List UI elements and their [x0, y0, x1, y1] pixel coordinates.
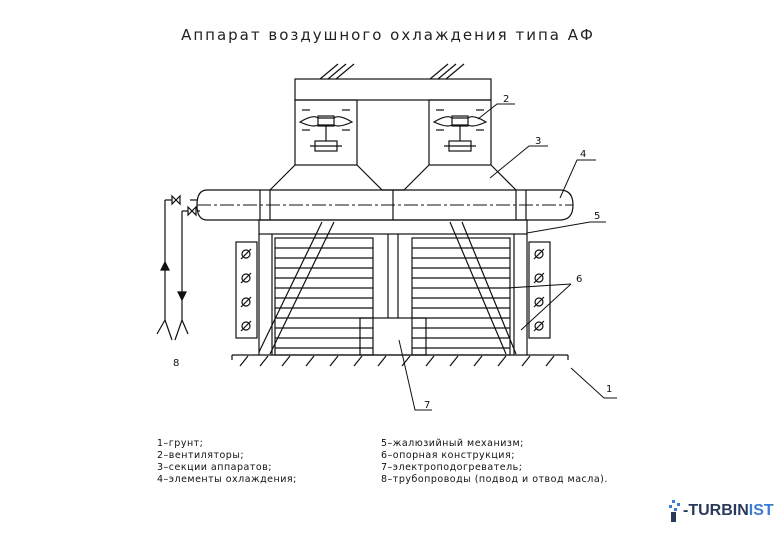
diagram-title: Аппарат воздушного охлаждения типа АФ: [181, 26, 595, 44]
louver-right: [528, 241, 551, 339]
fan-housing-left: [294, 99, 358, 166]
oil-pipelines: [156, 194, 200, 341]
collector-pipe: [196, 189, 574, 221]
louver-left: [235, 241, 258, 339]
callout-5: 5: [594, 211, 600, 222]
top-beam: [294, 63, 492, 101]
legend-item-8: 8–трубопроводы (подвод и отвод масла).: [381, 474, 608, 485]
legend-item-3: 3–секции аппаратов;: [157, 462, 272, 473]
logo-mark-icon: [667, 500, 681, 522]
legend-item-4: 4–элементы охлаждения;: [157, 474, 297, 485]
leader-lines: [398, 103, 617, 411]
callout-8: 8: [173, 358, 179, 369]
callout-2: 2: [503, 94, 509, 105]
legend-item-5: 5–жалюзийный механизм;: [381, 438, 524, 449]
logo-text: -TURBIN: [683, 502, 749, 519]
legend-item-6: 6–опорная конструкция;: [381, 450, 515, 461]
cooling-block-left: [274, 237, 374, 356]
legend-right: 5–жалюзийный механизм; 6–опорная констру…: [381, 438, 608, 486]
legend-item-2: 2–вентиляторы;: [157, 450, 245, 461]
logo-text-accent: IST: [748, 502, 774, 519]
cooling-block-right: [411, 237, 511, 356]
callout-7: 7: [424, 400, 430, 411]
legend-left: 1–грунт; 2–вентиляторы; 3–секции аппарат…: [157, 438, 297, 486]
legend-item-7: 7–электроподогреватель;: [381, 462, 523, 473]
callout-1: 1: [606, 384, 612, 395]
callout-6: 6: [576, 274, 582, 285]
electric-heater: [359, 317, 427, 356]
fan-housing-right: [428, 99, 492, 166]
legend-item-1: 1–грунт;: [157, 438, 204, 449]
ground: [231, 354, 569, 367]
callout-4: 4: [580, 149, 586, 160]
callout-3: 3: [535, 136, 541, 147]
diffuser-sections: [269, 164, 517, 191]
